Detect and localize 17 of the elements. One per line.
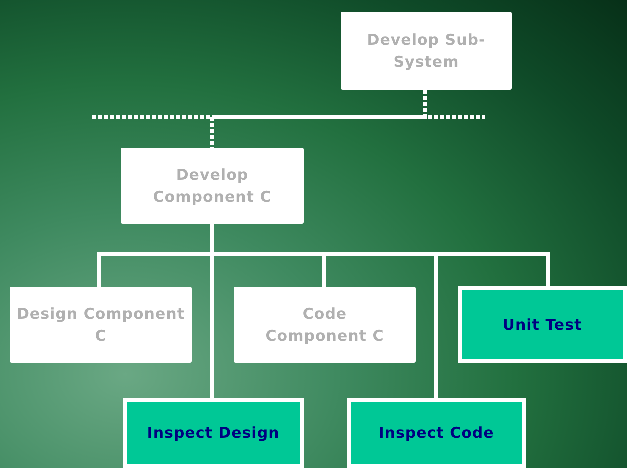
task-box xyxy=(347,398,526,468)
process-box xyxy=(10,287,192,363)
connector-line xyxy=(210,90,427,148)
process-box xyxy=(341,12,512,90)
connector-line xyxy=(210,224,438,398)
box-label: Develop Component C xyxy=(152,165,273,208)
task-box xyxy=(123,398,304,468)
box-label: Unit Test xyxy=(502,314,582,336)
box-label: Inspect Code xyxy=(378,423,494,444)
process-box xyxy=(234,287,416,363)
box-label: Develop Sub-System xyxy=(366,30,486,73)
box-label: Design Component C xyxy=(16,304,186,347)
box-label: Code Component C xyxy=(264,304,386,347)
process-box xyxy=(121,148,304,224)
box-label: Inspect Design xyxy=(147,423,280,444)
task-box xyxy=(458,286,627,363)
connector-line xyxy=(210,224,214,398)
